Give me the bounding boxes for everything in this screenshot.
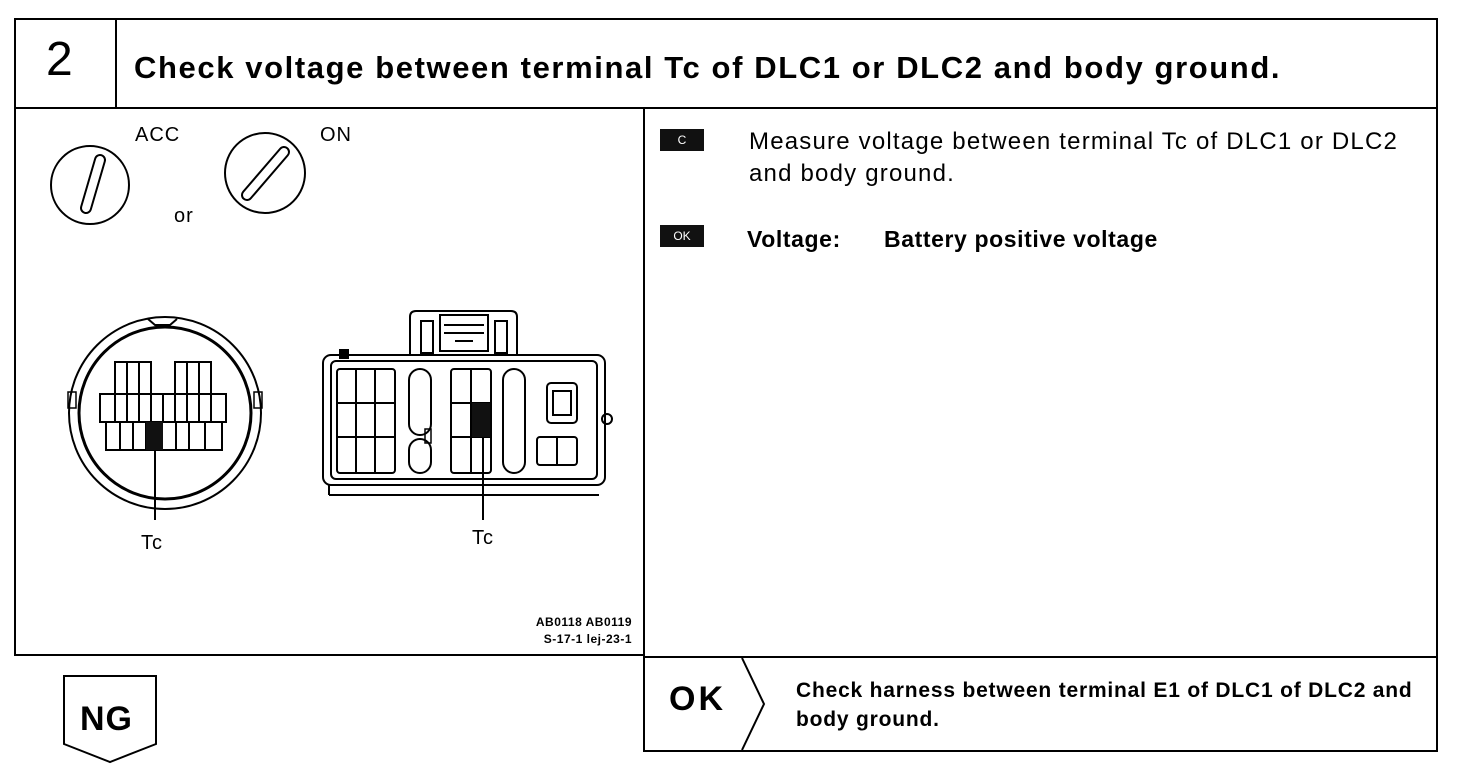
step-number-divider xyxy=(115,18,117,109)
figure-code-block: AB0118 AB0119 S-17-1 lej-23-1 xyxy=(460,614,632,648)
dlc2-connector-diagram xyxy=(322,310,613,520)
ng-result-tag xyxy=(63,675,157,764)
measure-instruction: Measure voltage between terminal Tc of D… xyxy=(749,128,1399,187)
tc-terminal-label-dlc1: Tc xyxy=(141,532,163,554)
or-label: or xyxy=(174,205,194,227)
dlc1-connector-diagram xyxy=(67,316,263,520)
ok-arrow-divider xyxy=(741,658,766,750)
ok-action-text: Check harness between terminal E1 of DLC… xyxy=(796,679,1413,731)
voltage-spec-value: Battery positive voltage xyxy=(884,226,1158,252)
step-title: Check voltage between terminal Tc of DLC… xyxy=(134,50,1282,85)
on-switch-icon xyxy=(224,132,306,214)
step-number: 2 xyxy=(46,33,73,86)
acc-label: ACC xyxy=(135,124,181,146)
figure-code-line: AB0118 AB0119 xyxy=(535,615,632,629)
figure-code-line: S-17-1 lej-23-1 xyxy=(543,632,632,646)
measure-badge: C xyxy=(660,129,704,151)
ignition-switch-diagram xyxy=(50,132,306,225)
ok-spec-badge: OK xyxy=(660,225,704,247)
ok-result-box xyxy=(643,656,1438,752)
tc-terminal-label-dlc2: Tc xyxy=(472,527,494,549)
on-label: ON xyxy=(320,124,352,146)
ng-label: NG xyxy=(80,700,133,738)
acc-switch-icon xyxy=(50,145,130,225)
voltage-spec-label: Voltage: xyxy=(747,226,841,252)
ok-label: OK xyxy=(669,680,726,718)
